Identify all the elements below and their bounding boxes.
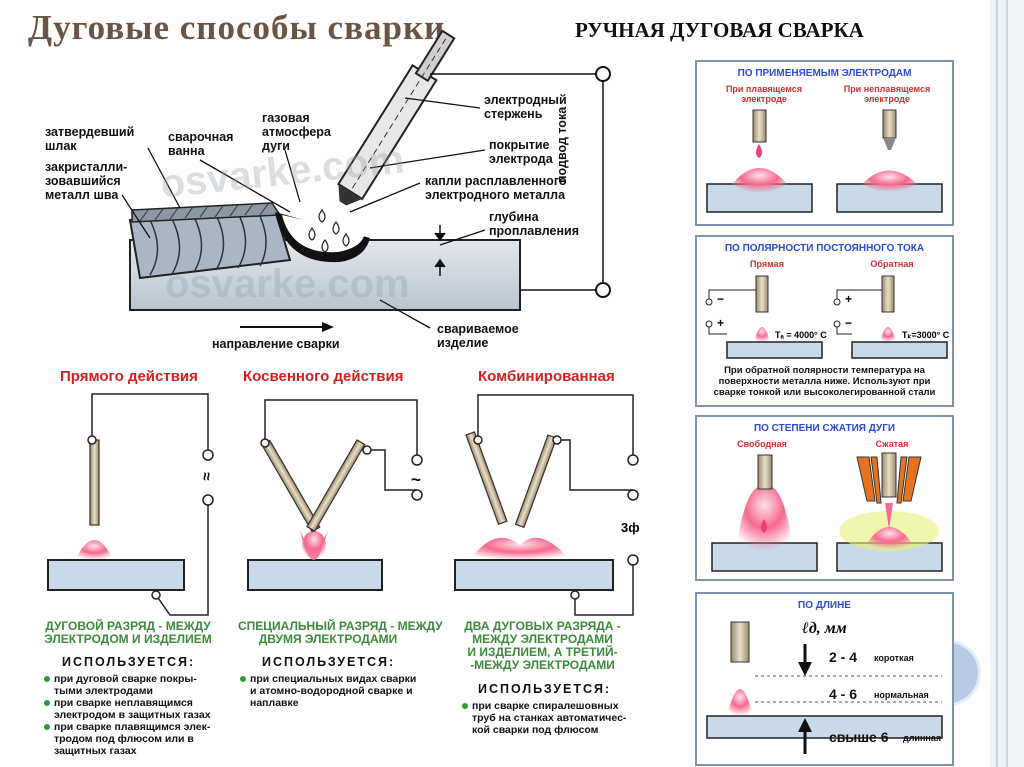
rail-line — [1006, 0, 1008, 767]
panel-compression-art — [711, 452, 943, 572]
polarity-sign: + — [717, 316, 725, 330]
panel-compression-left: Свободная — [737, 439, 787, 449]
panel-compression-right: Сжатая — [875, 439, 909, 449]
panel-compression-title: ПО СТЕПЕНИ СЖАТИЯ ДУГИ — [753, 423, 896, 434]
method-direct-title: Прямого действия — [60, 368, 198, 385]
panel-electrodes-art — [706, 109, 943, 213]
list-item: при специальных видах сварки и атомно-во… — [240, 673, 425, 709]
polarity-note: При обратной полярности температура на п… — [713, 365, 936, 398]
polarity-sign: + — [845, 292, 853, 306]
page-title: Дуговые способы сварки — [28, 8, 446, 47]
panel-compression: ПО СТЕПЕНИ СЖАТИЯ ДУГИ Свободная Сжатая — [695, 415, 954, 581]
method-direct-diagram — [47, 393, 214, 616]
watermark: osvarke.com — [165, 262, 410, 306]
method-indirect-title: Косвенного действия — [243, 368, 404, 385]
length-short-value: 2 - 4 — [829, 649, 858, 665]
rail-line — [996, 0, 998, 767]
length-normal-value: 4 - 6 — [829, 686, 858, 702]
list-item: при сварке плавящимся элек-тродом под фл… — [44, 721, 224, 757]
polarity-sign: − — [717, 292, 725, 306]
panel-polarity-right: Обратная — [870, 259, 914, 269]
length-long-value: свыше 6 — [829, 729, 889, 745]
method-indirect-uses: при специальных видах сварки и атомно-во… — [240, 673, 425, 709]
panel-electrodes: ПО ПРИМЕНЯЕМЫМ ЭЛЕКТРОДАМ При плавящемся… — [695, 60, 954, 226]
method-direct-uses: при дуговой сварке покры-тыми электродам… — [44, 673, 224, 757]
panel-electrodes-title: ПО ПРИМЕНЯЕМЫМ ЭЛЕКТРОДАМ — [737, 68, 912, 79]
symbol-indirect: ~ — [411, 470, 421, 489]
depth-arrows — [434, 225, 446, 276]
list-item: при сварке спиралешовных труб на станках… — [462, 700, 632, 736]
method-combined-desc: ДВА ДУГОВЫХ РАЗРЯДА -МЕЖДУ ЭЛЕКТРОДАМИ И… — [464, 619, 621, 672]
length-normal-label: нормальная — [874, 690, 929, 700]
current-wires — [430, 73, 604, 291]
temp-left: Tₐ = 4000° C — [775, 330, 827, 340]
weld-ripples — [149, 211, 267, 276]
metal-droplets — [308, 208, 350, 253]
method-indirect-diagram — [247, 399, 423, 591]
length-long-label: длинная — [903, 733, 942, 743]
direction-arrow — [240, 322, 334, 332]
length-short-label: короткая — [874, 653, 914, 663]
symbol-direct: ≈ — [198, 472, 216, 481]
polarity-sign: − — [845, 316, 853, 330]
list-item: при дуговой сварке покры-тыми электродам… — [44, 673, 224, 697]
label-direction: направление сварки — [212, 337, 340, 351]
page-subtitle: РУЧНАЯ ДУГОВАЯ СВАРКА — [575, 18, 864, 42]
panel-length-art — [706, 621, 943, 754]
panel-polarity-art — [705, 275, 948, 359]
panel-polarity: ПО ПОЛЯРНОСТИ ПОСТОЯННОГО ТОКА Прямая Об… — [695, 235, 954, 407]
method-combined-diagram — [454, 394, 639, 616]
terminal-bottom — [595, 282, 611, 298]
symbol-combined: 3ф — [621, 520, 640, 535]
panel-length-title: ПО ДЛИНЕ — [798, 600, 851, 611]
right-rail — [990, 0, 1024, 767]
slag-hatch — [139, 203, 269, 222]
terminal-top — [595, 66, 611, 82]
length-unit: ℓд, мм — [802, 620, 847, 637]
temp-right: Tₖ=3000° C — [902, 330, 950, 340]
leader-lines — [121, 97, 486, 329]
panel-polarity-left: Прямая — [750, 259, 784, 269]
list-item: при сварке неплавящимся электродом в защ… — [44, 697, 224, 721]
method-combined-uses: при сварке спиралешовных труб на станках… — [462, 700, 632, 736]
welding-diagram — [47, 29, 639, 616]
method-direct-uses-title: ИСПОЛЬЗУЕТСЯ: — [62, 655, 196, 669]
method-indirect-uses-title: ИСПОЛЬЗУЕТСЯ: — [262, 655, 396, 669]
method-combined-uses-title: ИСПОЛЬЗУЕТСЯ: — [478, 682, 612, 696]
method-combined-title: Комбинированная — [478, 368, 615, 385]
panel-length: ПО ДЛИНЕ ℓд, мм 2 - 4 короткая 4 - 6 нор… — [695, 592, 954, 766]
panel-polarity-title: ПО ПОЛЯРНОСТИ ПОСТОЯННОГО ТОКА — [724, 243, 925, 254]
label-current-supply: подвод тока — [555, 106, 569, 183]
